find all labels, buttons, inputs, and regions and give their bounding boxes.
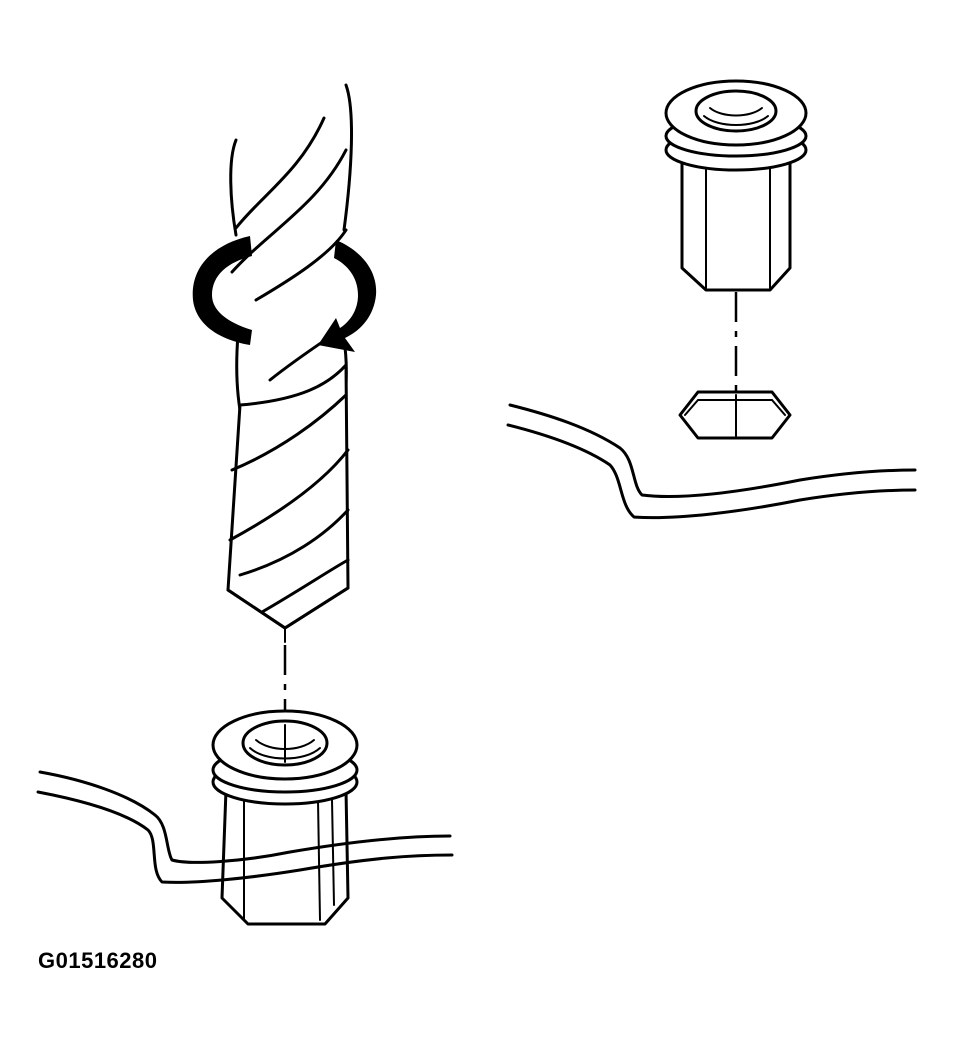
figure-id-label: G01516280 <box>38 948 158 973</box>
drill-bit <box>226 83 353 643</box>
hex-hole <box>678 390 792 440</box>
insert-nut-right <box>664 79 808 292</box>
insert-nut-left <box>211 709 359 926</box>
panel-right <box>506 403 917 520</box>
panel-left <box>36 770 454 884</box>
rotation-arrow <box>192 236 377 352</box>
